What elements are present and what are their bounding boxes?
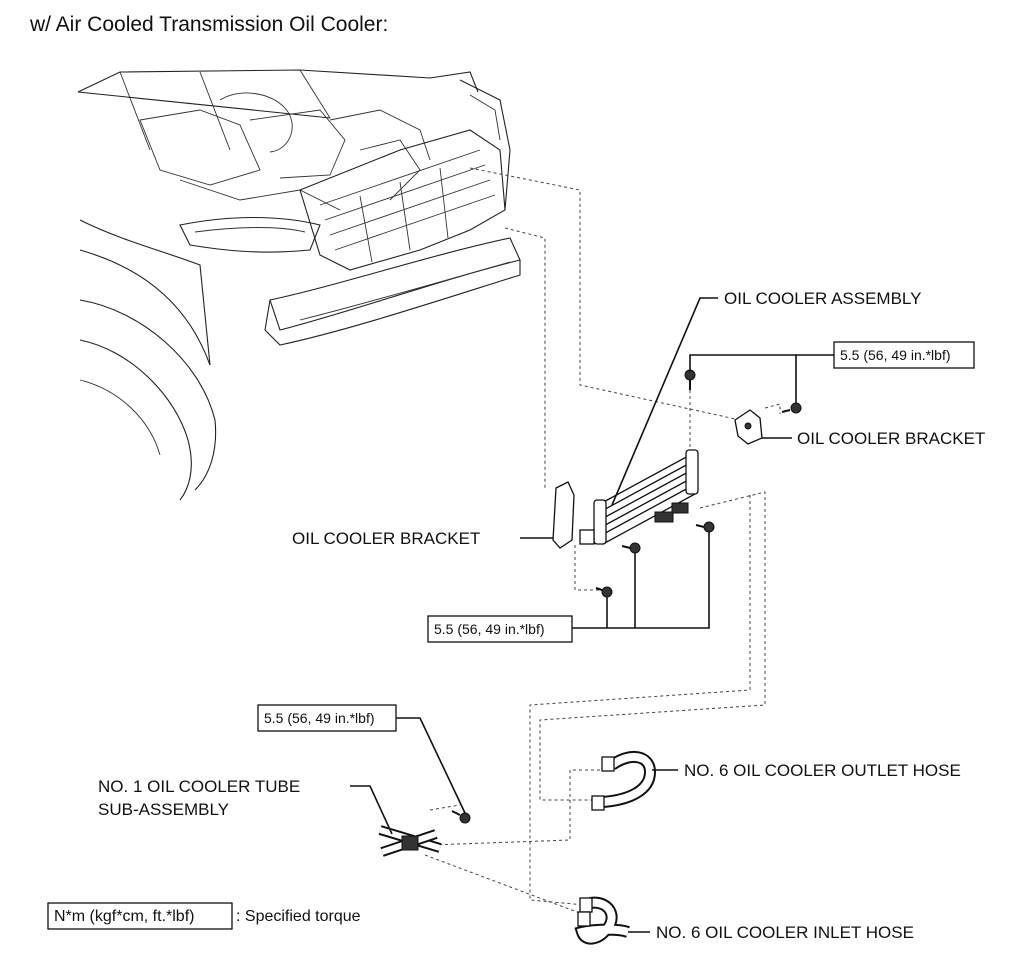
bolt-icon bbox=[781, 402, 802, 414]
diagram-title: w/ Air Cooled Transmission Oil Cooler: bbox=[29, 13, 388, 36]
label-no1-oil-cooler-tube-line2: SUB-ASSEMBLY bbox=[98, 800, 229, 819]
vehicle-front-illustration bbox=[77, 69, 521, 501]
torque-value: 5.5 (56, 49 in.*lbf) bbox=[840, 347, 951, 363]
torque-spec-upper: 5.5 (56, 49 in.*lbf) bbox=[833, 341, 975, 369]
torque-spec-lower: 5.5 (56, 49 in.*lbf) bbox=[257, 704, 397, 732]
bolt-icon bbox=[595, 586, 613, 598]
outlet-hose-part bbox=[591, 751, 657, 811]
bolt-icon bbox=[684, 369, 696, 390]
legend-unit: N*m (kgf*cm, ft.*lbf) bbox=[54, 908, 194, 925]
leader-lines bbox=[350, 297, 834, 933]
label-outlet-hose: NO. 6 OIL COOLER OUTLET HOSE bbox=[684, 761, 961, 780]
oil-cooler-bracket-right-part bbox=[734, 409, 763, 445]
bolt-icon bbox=[621, 542, 641, 554]
torque-value: 5.5 (56, 49 in.*lbf) bbox=[434, 621, 545, 637]
torque-legend: N*m (kgf*cm, ft.*lbf) : Specified torque bbox=[47, 902, 361, 930]
alignment-guides bbox=[424, 167, 781, 916]
label-no1-oil-cooler-tube: NO. 1 OIL COOLER TUBE bbox=[98, 777, 300, 796]
oil-cooler-assembly bbox=[593, 449, 699, 545]
torque-spec-middle: 5.5 (56, 49 in.*lbf) bbox=[427, 615, 573, 643]
label-oil-cooler-bracket-right: OIL COOLER BRACKET bbox=[797, 429, 985, 448]
oil-cooler-bracket-left-part bbox=[552, 481, 595, 549]
label-inlet-hose: NO. 6 OIL COOLER INLET HOSE bbox=[656, 923, 914, 942]
oil-cooler-tube-part bbox=[378, 825, 442, 857]
bolt-icon bbox=[695, 521, 715, 533]
label-oil-cooler-assembly: OIL COOLER ASSEMBLY bbox=[724, 289, 921, 308]
legend-text: : Specified torque bbox=[236, 908, 361, 925]
bolt-icon bbox=[451, 810, 471, 824]
torque-value: 5.5 (56, 49 in.*lbf) bbox=[264, 710, 375, 726]
label-oil-cooler-bracket-left: OIL COOLER BRACKET bbox=[292, 529, 480, 548]
inlet-hose-part bbox=[574, 896, 630, 945]
